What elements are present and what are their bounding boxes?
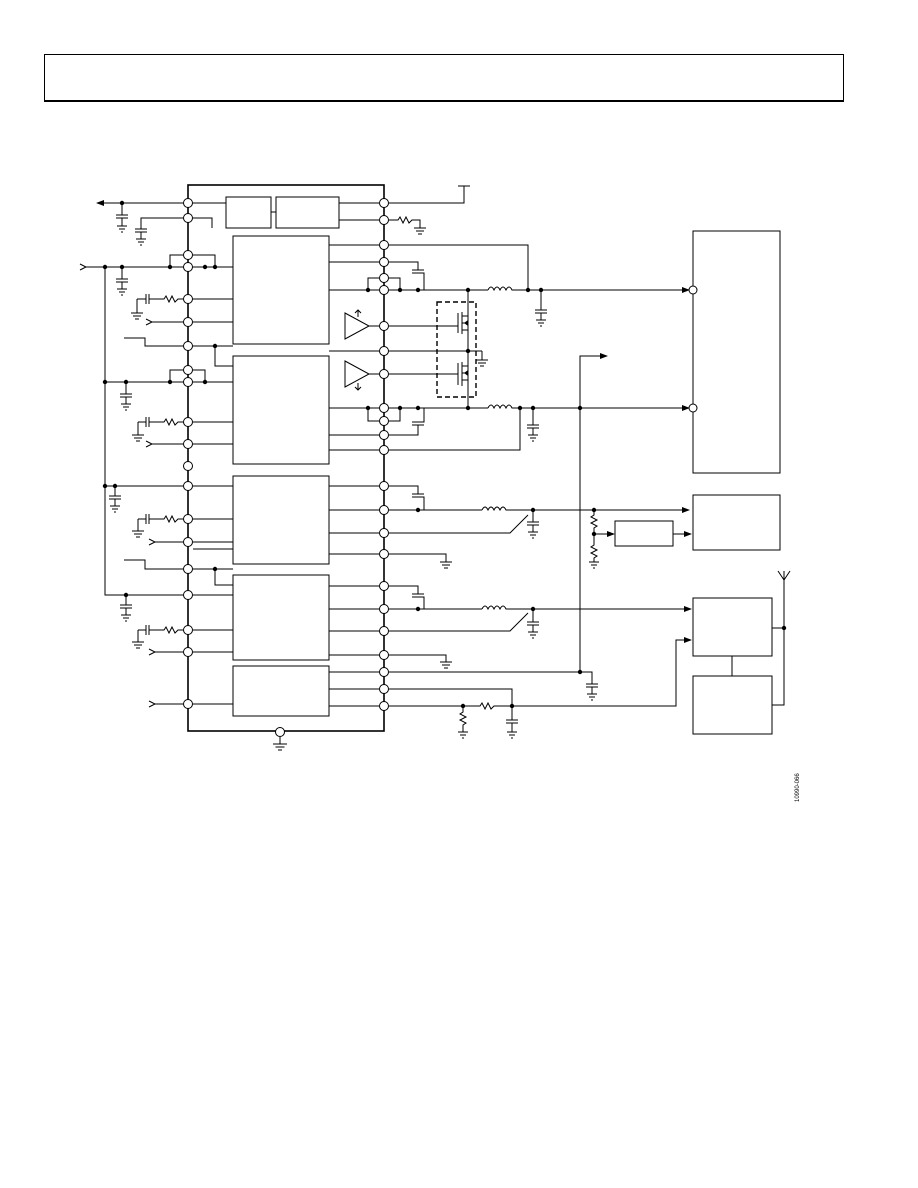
internal-block-1 <box>232 235 330 345</box>
external-small-block <box>614 520 674 547</box>
internal-block-4 <box>232 574 330 661</box>
figure-id-label: 10990-066 <box>795 773 801 802</box>
internal-block-top-right <box>275 196 340 229</box>
left-wiring <box>79 200 276 708</box>
external-load-block <box>692 230 781 474</box>
internal-block-5 <box>232 665 330 717</box>
ground-pin-bottom <box>273 727 287 751</box>
internal-block-2 <box>232 355 330 465</box>
right-pins <box>379 198 389 711</box>
internal-block-3 <box>232 475 330 565</box>
external-block-2 <box>692 494 781 551</box>
page-header-box <box>44 54 844 102</box>
left-pins <box>183 198 193 709</box>
external-rf-block <box>692 597 773 657</box>
antenna-icon <box>772 570 791 706</box>
internal-block-top-left <box>225 196 272 229</box>
right-wiring <box>329 185 692 739</box>
external-controller-block <box>692 675 773 735</box>
mosfet-pair-package <box>436 301 477 398</box>
